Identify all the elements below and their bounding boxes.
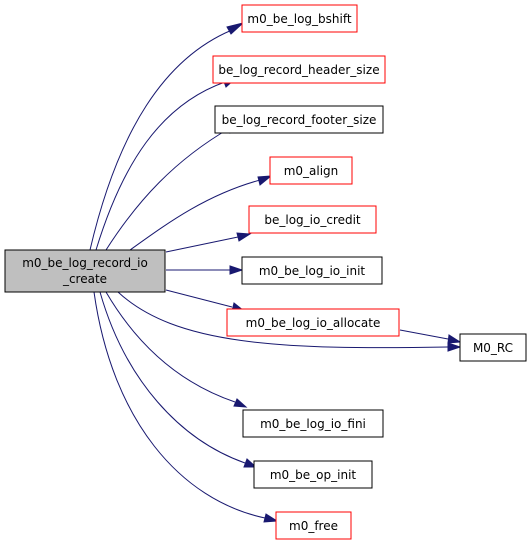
edge-root-to-free <box>93 291 266 519</box>
edge-arrow-free <box>263 513 279 523</box>
edge-root-to-op-init <box>99 291 246 464</box>
node-io-fini-box <box>242 409 384 438</box>
edge-arrow-io-credit <box>236 232 252 242</box>
node-bshift-label: m0_be_log_bshift <box>247 12 351 26</box>
node-free-box <box>275 511 352 540</box>
edge-arrow-io-fini <box>233 398 248 408</box>
node-io-fini-label: m0_be_log_io_fini <box>260 417 366 431</box>
node-io-fini[interactable]: m0_be_log_io_fini <box>242 409 384 438</box>
node-footer-size-box <box>214 105 384 134</box>
edge-arrow-root-m0-rc <box>447 342 462 352</box>
node-header-size-box <box>212 55 386 84</box>
edge-arrow-bshift <box>226 22 244 35</box>
edge-root-to-bshift <box>89 29 233 251</box>
node-footer-size-label: be_log_record_footer_size <box>222 113 377 127</box>
node-root-label-line2: _create <box>62 272 107 286</box>
node-io-allocate-box <box>226 308 400 337</box>
node-m0-rc-label: M0_RC <box>473 341 513 355</box>
node-align-label: m0_align <box>284 164 339 178</box>
node-bshift-box <box>241 4 358 33</box>
node-bshift[interactable]: m0_be_log_bshift <box>241 4 358 33</box>
node-root-box <box>4 249 166 293</box>
node-io-init-label: m0_be_log_io_init <box>259 264 366 278</box>
node-align[interactable]: m0_align <box>269 156 353 185</box>
node-io-credit-box <box>248 205 377 234</box>
node-io-allocate-label: m0_be_log_io_allocate <box>246 316 381 330</box>
node-footer-size[interactable]: be_log_record_footer_size <box>214 105 384 134</box>
edge-root-to-io-fini <box>105 291 236 403</box>
edge-arrow-io-allocate-m0-rc <box>447 334 462 344</box>
node-root-label-line1: m0_be_log_record_io <box>22 256 148 270</box>
node-m0-rc[interactable]: M0_RC <box>459 333 527 362</box>
node-align-box <box>269 156 353 185</box>
edge-root-to-io-allocate <box>165 289 233 308</box>
edges <box>89 22 462 523</box>
node-io-allocate[interactable]: m0_be_log_io_allocate <box>226 308 400 337</box>
node-io-credit-label: be_log_io_credit <box>264 213 361 227</box>
node-root[interactable]: m0_be_log_record_io _create <box>4 249 166 293</box>
node-free[interactable]: m0_free <box>275 511 352 540</box>
edge-root-to-align <box>129 179 261 251</box>
node-op-init-label: m0_be_op_init <box>270 468 357 482</box>
edge-arrow-align <box>257 175 273 186</box>
node-op-init[interactable]: m0_be_op_init <box>253 460 373 489</box>
edge-root-to-header-size <box>95 81 226 251</box>
node-free-label: m0_free <box>289 519 338 533</box>
node-op-init-box <box>253 460 373 489</box>
edge-root-to-m0-rc <box>117 291 449 349</box>
node-io-init[interactable]: m0_be_log_io_init <box>241 256 383 285</box>
node-io-credit[interactable]: be_log_io_credit <box>248 205 377 234</box>
node-m0-rc-box <box>459 333 527 362</box>
edge-io-allocate-to-m0-rc <box>399 329 449 340</box>
edge-root-to-io-credit <box>165 236 239 253</box>
edge-arrow-op-init <box>243 458 258 468</box>
node-io-init-box <box>241 256 383 285</box>
node-header-size[interactable]: be_log_record_header_size <box>212 55 386 84</box>
edge-arrow-io-init <box>229 265 244 275</box>
node-header-size-label: be_log_record_header_size <box>218 63 379 77</box>
edge-root-to-footer-size <box>105 127 231 251</box>
